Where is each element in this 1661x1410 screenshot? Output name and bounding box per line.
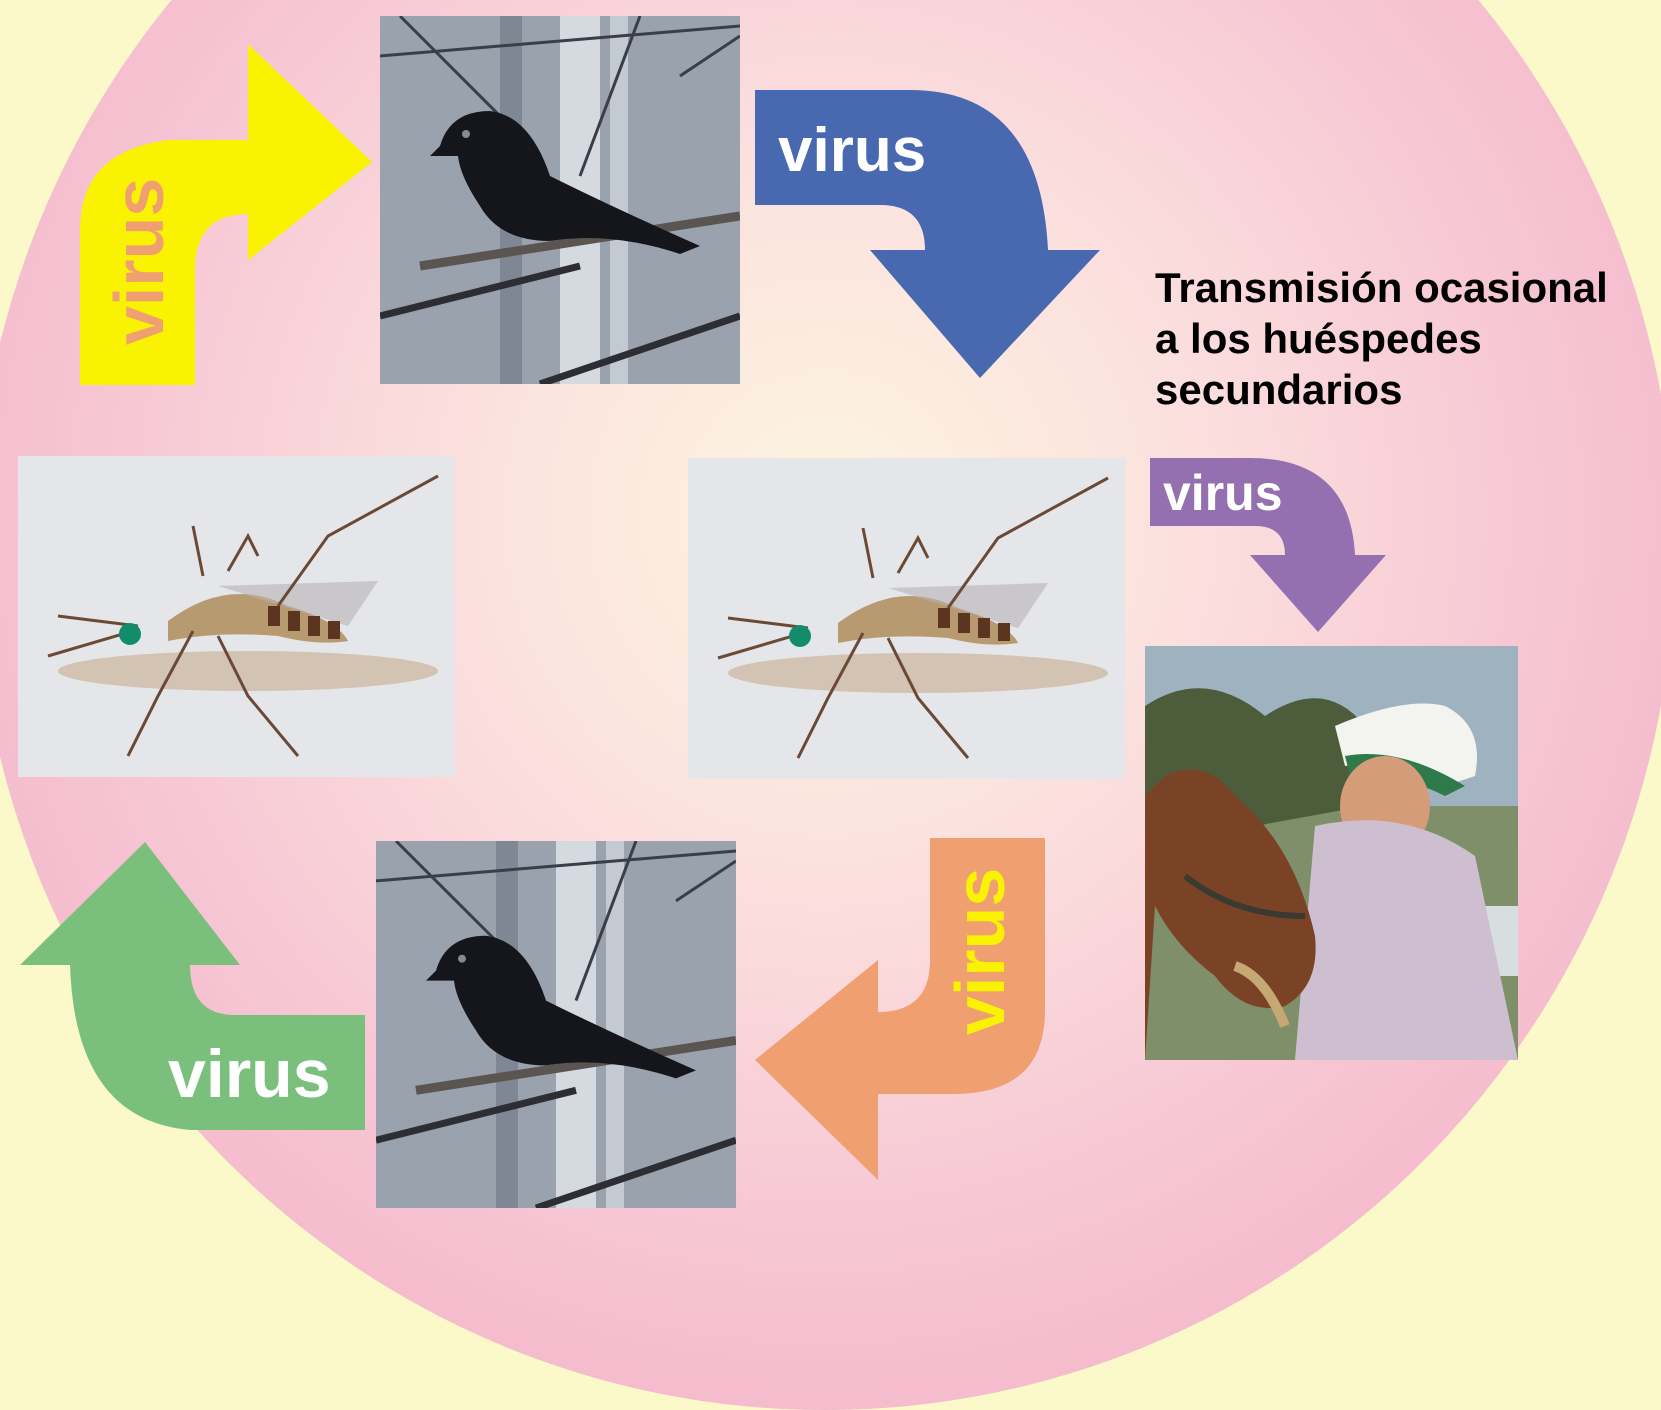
caption-line-2: a los huéspedes (1155, 313, 1655, 364)
mosquito-photo-left (18, 456, 455, 777)
caption-line-1: Transmisión ocasional (1155, 262, 1655, 313)
mosquito-photo-center (688, 458, 1125, 779)
yellow-arrow-label: virus (104, 215, 174, 345)
caption-line-3: secundarios (1155, 364, 1655, 415)
purple-arrow-label: virus (1163, 468, 1283, 518)
orange-arrow-label: virus (945, 905, 1015, 1035)
bird-photo-bottom (376, 841, 736, 1208)
secondary-hosts-caption: Transmisión ocasional a los huéspedes se… (1155, 262, 1655, 415)
green-arrow-label: virus (168, 1040, 331, 1108)
horse-person-photo (1145, 646, 1518, 1060)
blue-arrow-label: virus (778, 120, 926, 182)
bird-photo-top (380, 16, 740, 384)
